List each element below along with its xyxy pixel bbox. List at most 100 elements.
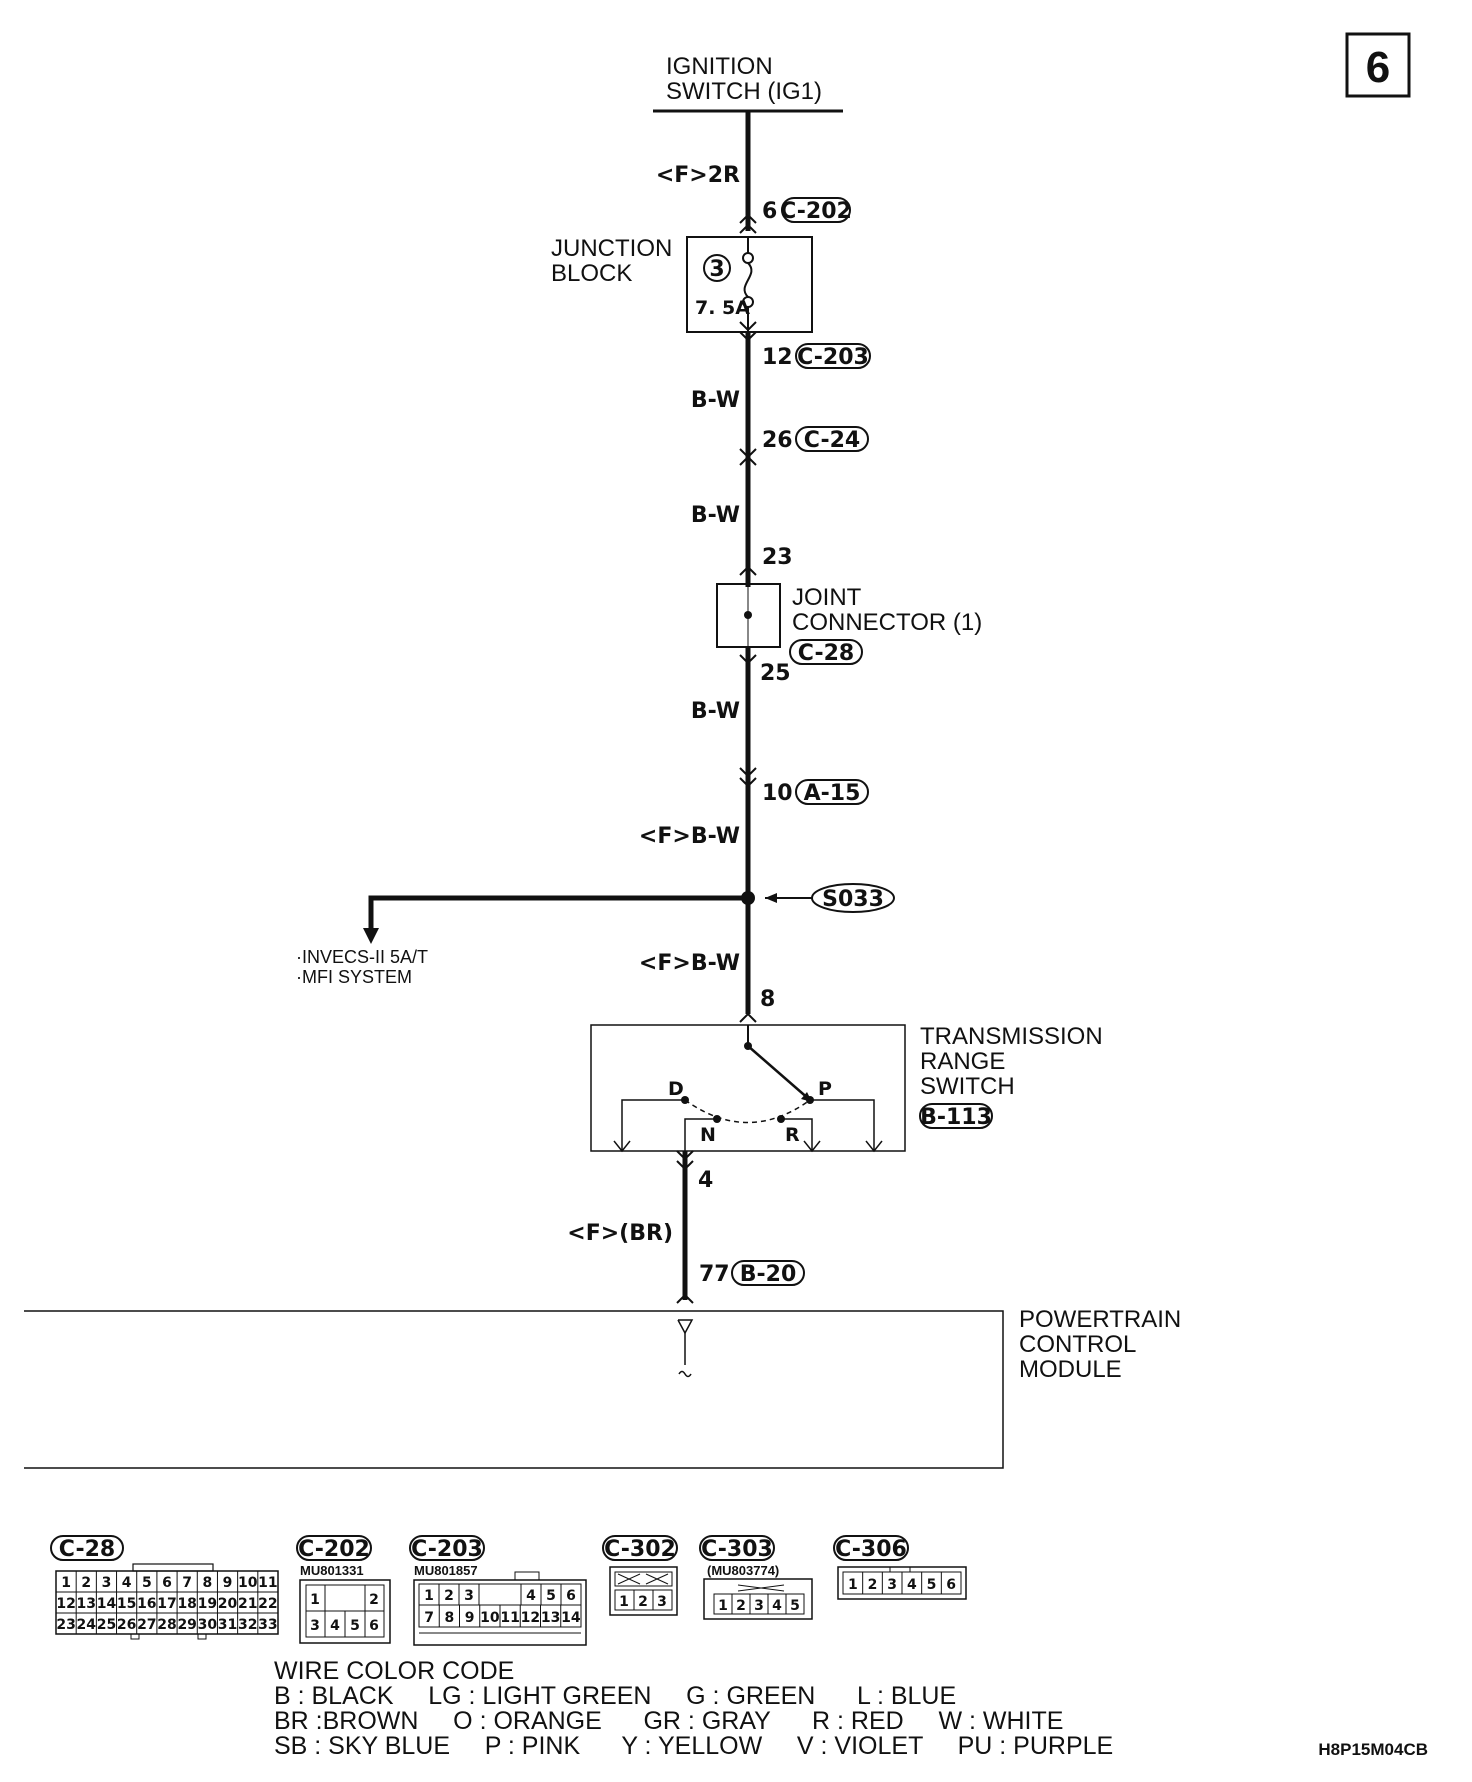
pin-jc-in: 23 [762,545,793,570]
legend-c202-pin: 5 [350,1618,360,1634]
legend-c203-pin: 2 [444,1588,454,1604]
legend-c302: C-302 1 2 3 [602,1535,678,1616]
legend-c202-pin: 6 [369,1618,379,1634]
trs-pos-n: N [700,1124,716,1146]
wire-label-fbw-2: <F>B-W [639,951,740,976]
connector-badge-c28 [789,639,863,665]
legend-c202-pin: 2 [369,1592,379,1608]
trs-label-2: RANGE [920,1048,1005,1075]
pcm-label-3: MODULE [1019,1356,1122,1383]
wire-color-code-title: WIRE COLOR CODE [274,1657,514,1685]
legend-c306-pin: 6 [946,1577,956,1593]
branch-arrow [363,928,379,944]
legend-c28-pin: 16 [137,1596,156,1612]
connector-c202: C-202 [780,199,852,224]
legend-c28-pin: 10 [238,1575,258,1591]
legend-c303-part: (MU803774) [707,1563,779,1578]
pin-c24: 26 [762,428,793,453]
legend-c203-pin: 9 [465,1610,475,1626]
wire-label-fbw-1: <F>B-W [639,824,740,849]
legend-c203-label: C-203 [411,1537,483,1562]
legend-c203-pin: 10 [480,1610,500,1626]
legend-c28-pin: 6 [162,1575,172,1591]
legend-c303-pin: 2 [736,1598,746,1614]
legend-c28-pin: 11 [258,1575,277,1591]
legend-c203-pin: 4 [526,1588,536,1604]
legend-c28-pin: 20 [218,1596,238,1612]
legend-c303-pin: 1 [718,1598,728,1614]
trs-pos-p: P [818,1078,832,1100]
legend-c203-pin: 14 [561,1610,581,1626]
legend-c28-pin: 1 [61,1575,71,1591]
pin-c203: 12 [762,345,793,370]
trs-label-1: TRANSMISSION [920,1023,1103,1050]
legend-c28-pin: 33 [258,1617,277,1633]
fuse-number-circle [703,254,731,282]
fuse-number: 3 [709,257,724,282]
legend-c306-pin: 4 [907,1577,917,1593]
legend-c28-pin: 5 [142,1575,152,1591]
legend-c28-pin: 31 [218,1617,237,1633]
trs-detent-arc [684,1099,811,1124]
connector-c203: C-203 [797,345,869,370]
legend-c203-pin: 3 [464,1588,474,1604]
trs-label-3: SWITCH [920,1073,1015,1100]
connector-c28: C-28 [798,641,854,666]
branch-label-2: ·MFI SYSTEM [296,967,412,987]
page-number-box: 6 [1345,32,1411,98]
legend-c28-label: C-28 [59,1537,115,1562]
legend-c28-pin: 4 [122,1575,132,1591]
connector-badge-c24 [795,426,869,452]
legend-c28-pin: 12 [56,1596,75,1612]
legend-c203-pin: 12 [521,1610,540,1626]
wire-color-code: WIRE COLOR CODE B : BLACK LG : LIGHT GRE… [274,1657,1113,1760]
trs-pos-r: R [785,1124,800,1146]
joint-connector: JOINT CONNECTOR (1) C-28 [716,583,982,666]
fuse-terminal-top [742,252,754,264]
legend-c306-pin: 5 [927,1577,937,1593]
legend-c28-pin: 9 [223,1575,233,1591]
legend-c202-part: MU801331 [300,1563,364,1578]
connector-badge-a15 [795,779,869,805]
pcm-label-1: POWERTRAIN [1019,1306,1181,1333]
junction-label-2: BLOCK [551,260,632,287]
legend-c203-pin: 8 [445,1610,455,1626]
legend-c202-pin: 1 [310,1592,320,1608]
legend-c203-pin: 7 [424,1610,434,1626]
legend-c203-pin: 1 [424,1588,434,1604]
legend-c303-pin: 3 [754,1598,764,1614]
ignition-label-2: SWITCH (IG1) [666,78,822,105]
fuse-rating: 7. 5A [695,297,750,319]
legend-c28-pin: 25 [97,1617,116,1633]
legend-c306-label: C-306 [835,1537,907,1562]
legend-c302-pin: 2 [638,1594,648,1610]
legend-c302-label: C-302 [604,1537,676,1562]
pin-a15: 10 [762,781,793,806]
legend-c203-part: MU801857 [414,1563,478,1578]
legend-c203-pin: 13 [541,1610,560,1626]
legend-c28-pin: 23 [56,1617,75,1633]
trs-lever [747,1045,811,1101]
wire-label-br: <F>(BR) [567,1221,673,1246]
wire-label-bw-1: B-W [691,388,740,413]
junction-label-1: JUNCTION [551,235,672,262]
junction-block: JUNCTION BLOCK 3 7. 5A [551,235,813,333]
legend-c28-pin: 17 [157,1596,176,1612]
legend-c306-pin: 1 [848,1577,858,1593]
connector-badge-b113 [919,1103,993,1129]
legend-c306-pin: 2 [868,1577,878,1593]
legend-c28-pin: 22 [258,1596,277,1612]
splice-badge-s033 [811,883,895,913]
pin-trs-out: 4 [698,1168,713,1193]
legend-c28-pin: 18 [177,1596,196,1612]
wire-label-2r: <F>2R [656,163,740,188]
splice-s033: S033 [822,887,884,912]
legend-c28-pin: 13 [77,1596,96,1612]
ignition-label-1: IGNITION [666,53,773,80]
legend-c28-pin: 28 [157,1617,176,1633]
connector-b20: B-20 [740,1262,797,1287]
legend-c28-pin: 19 [198,1596,217,1612]
